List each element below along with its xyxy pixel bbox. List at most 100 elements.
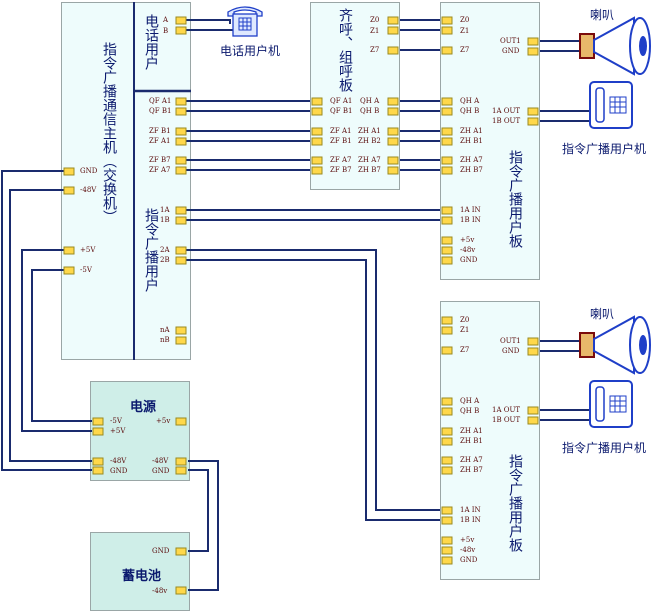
bb1-pin-z0: Z0 — [460, 16, 470, 24]
broadcast-board-2-title: 指令广播用户板 — [508, 454, 524, 552]
main-pin-b: B — [163, 27, 169, 35]
bb2-pin-outgnd: GND — [502, 347, 520, 355]
phone-section-label: 电话用户 — [144, 14, 160, 70]
main-pin-zfa1: ZF A1 — [149, 137, 171, 145]
speaker-2-label: 喇叭 — [590, 307, 615, 321]
broadcast-user-2-icon — [589, 380, 633, 428]
battery-title: 蓄电池 — [122, 568, 162, 583]
group-call-board-title: 齐呼、组呼板 — [338, 8, 354, 92]
battery-pin-neg48: -48v — [152, 587, 168, 595]
group-call-board — [310, 2, 400, 190]
power-supply-box — [90, 381, 190, 481]
group-pin-z7: Z7 — [370, 46, 380, 54]
main-pin-neg5: -5V — [80, 266, 92, 274]
ps-pin-neg48-l: -48V — [110, 457, 127, 465]
broadcast-section-label: 指令广播用户 — [144, 208, 160, 292]
bb1-pin-z7: Z7 — [460, 46, 470, 54]
group-pin-qfa1: QF A1 — [330, 97, 353, 105]
bb1-pin-qha: QH A — [460, 97, 480, 105]
battery-pin-gnd: GND — [152, 547, 170, 555]
bb2-pin-1bin: 1B IN — [460, 516, 481, 524]
ps-pin-neg5: -5V — [110, 417, 122, 425]
telephone-icon — [227, 6, 263, 37]
broadcast-user-1-icon — [589, 81, 633, 129]
group-pin-zha7: ZH A7 — [358, 156, 381, 164]
group-pin-qfb1: QF B1 — [330, 107, 353, 115]
main-pin-zfb1: ZF B1 — [149, 127, 171, 135]
bb1-pin-1ain: 1A IN — [460, 206, 481, 214]
group-pin-zhb2: ZH B2 — [358, 137, 381, 145]
main-pin-2b: 2B — [160, 256, 170, 264]
group-pin-z0: Z0 — [370, 16, 380, 24]
broadcast-user-2-label: 指令广播用户机 — [562, 441, 647, 455]
main-pin-2a: 2A — [160, 246, 170, 254]
bb1-pin-1bout: 1B OUT — [492, 117, 521, 125]
main-pin-qfb1: QF B1 — [149, 107, 172, 115]
group-pin-z1: Z1 — [370, 27, 380, 35]
bb1-pin-zhb7: ZH B7 — [460, 166, 483, 174]
bb2-pin-qhb: QH B — [460, 407, 480, 415]
bb1-pin-z1: Z1 — [460, 27, 470, 35]
group-pin-qha: QH A — [360, 97, 380, 105]
bb2-pin-1aout: 1A OUT — [492, 406, 521, 414]
group-pin-zfb1: ZF B1 — [330, 137, 352, 145]
broadcast-user-1-label: 指令广播用户机 — [562, 142, 647, 156]
group-pin-zfb7: ZF B7 — [330, 166, 352, 174]
bb1-pin-out1: OUT1 — [500, 37, 521, 45]
main-pin-zfa7: ZF A7 — [149, 166, 171, 174]
ps-pin-pos5-l: +5V — [110, 427, 126, 435]
main-pin-a: A — [163, 16, 169, 24]
bb2-pin-z7: Z7 — [460, 346, 470, 354]
bb1-pin-zha7: ZH A7 — [460, 156, 483, 164]
bb1-pin-1aout: 1A OUT — [492, 107, 521, 115]
bb2-pin-z0: Z0 — [460, 316, 470, 324]
bb2-pin-zha7: ZH A7 — [460, 456, 483, 464]
bb1-pin-1bin: 1B IN — [460, 216, 481, 224]
speaker-1-icon — [579, 16, 651, 76]
ps-pin-gnd-r: GND — [152, 467, 170, 475]
main-pin-neg48: -48V — [80, 186, 97, 194]
bb2-pin-gnd: GND — [460, 556, 478, 564]
ps-pin-pos5-r: +5v — [156, 417, 171, 425]
main-pin-1a: 1A — [160, 206, 170, 214]
bb1-pin-neg48: -48v — [460, 246, 476, 254]
main-pin-gnd: GND — [80, 167, 98, 175]
main-pin-nb: nB — [160, 336, 170, 344]
bb2-pin-out1: OUT1 — [500, 337, 521, 345]
bb1-pin-outgnd: GND — [502, 47, 520, 55]
bb1-pin-pos5: +5v — [460, 236, 475, 244]
bb2-pin-zhb7: ZH B7 — [460, 466, 483, 474]
bb1-pin-qhb: QH B — [460, 107, 480, 115]
broadcast-board-2 — [440, 301, 540, 580]
bb2-pin-zha1: ZH A1 — [460, 427, 483, 435]
main-pin-na: nA — [160, 326, 170, 334]
bb2-pin-zhb1: ZH B1 — [460, 437, 483, 445]
power-supply-title: 电源 — [130, 399, 157, 414]
group-pin-zhb7: ZH B7 — [358, 166, 381, 174]
group-pin-zfa7: ZF A7 — [330, 156, 352, 164]
group-pin-zha1: ZH A1 — [358, 127, 381, 135]
bb2-pin-pos5: +5v — [460, 536, 475, 544]
bb2-pin-neg48: -48v — [460, 546, 476, 554]
bb1-pin-zha1: ZH A1 — [460, 127, 483, 135]
bb2-pin-qha: QH A — [460, 397, 480, 405]
main-pin-1b: 1B — [160, 216, 170, 224]
bb2-pin-1bout: 1B OUT — [492, 416, 521, 424]
broadcast-board-1-title: 指令广播用户板 — [508, 150, 524, 248]
broadcast-board-1 — [440, 2, 540, 280]
bb2-pin-z1: Z1 — [460, 326, 470, 334]
ps-pin-neg48-r: -48V — [152, 457, 169, 465]
main-pin-qfa1: QF A1 — [149, 97, 172, 105]
phone-user-label: 电话用户机 — [220, 44, 281, 58]
main-switch-box — [61, 2, 191, 360]
group-pin-qhb: QH B — [360, 107, 380, 115]
main-switch-title: 指令广播通信主机（交换机） — [102, 42, 118, 224]
main-pin-pos5: +5V — [80, 246, 96, 254]
speaker-1-label: 喇叭 — [590, 8, 615, 22]
bb2-pin-1ain: 1A IN — [460, 506, 481, 514]
main-pin-zfb7: ZF B7 — [149, 156, 171, 164]
ps-pin-gnd-l: GND — [110, 467, 128, 475]
speaker-2-icon — [579, 315, 651, 375]
